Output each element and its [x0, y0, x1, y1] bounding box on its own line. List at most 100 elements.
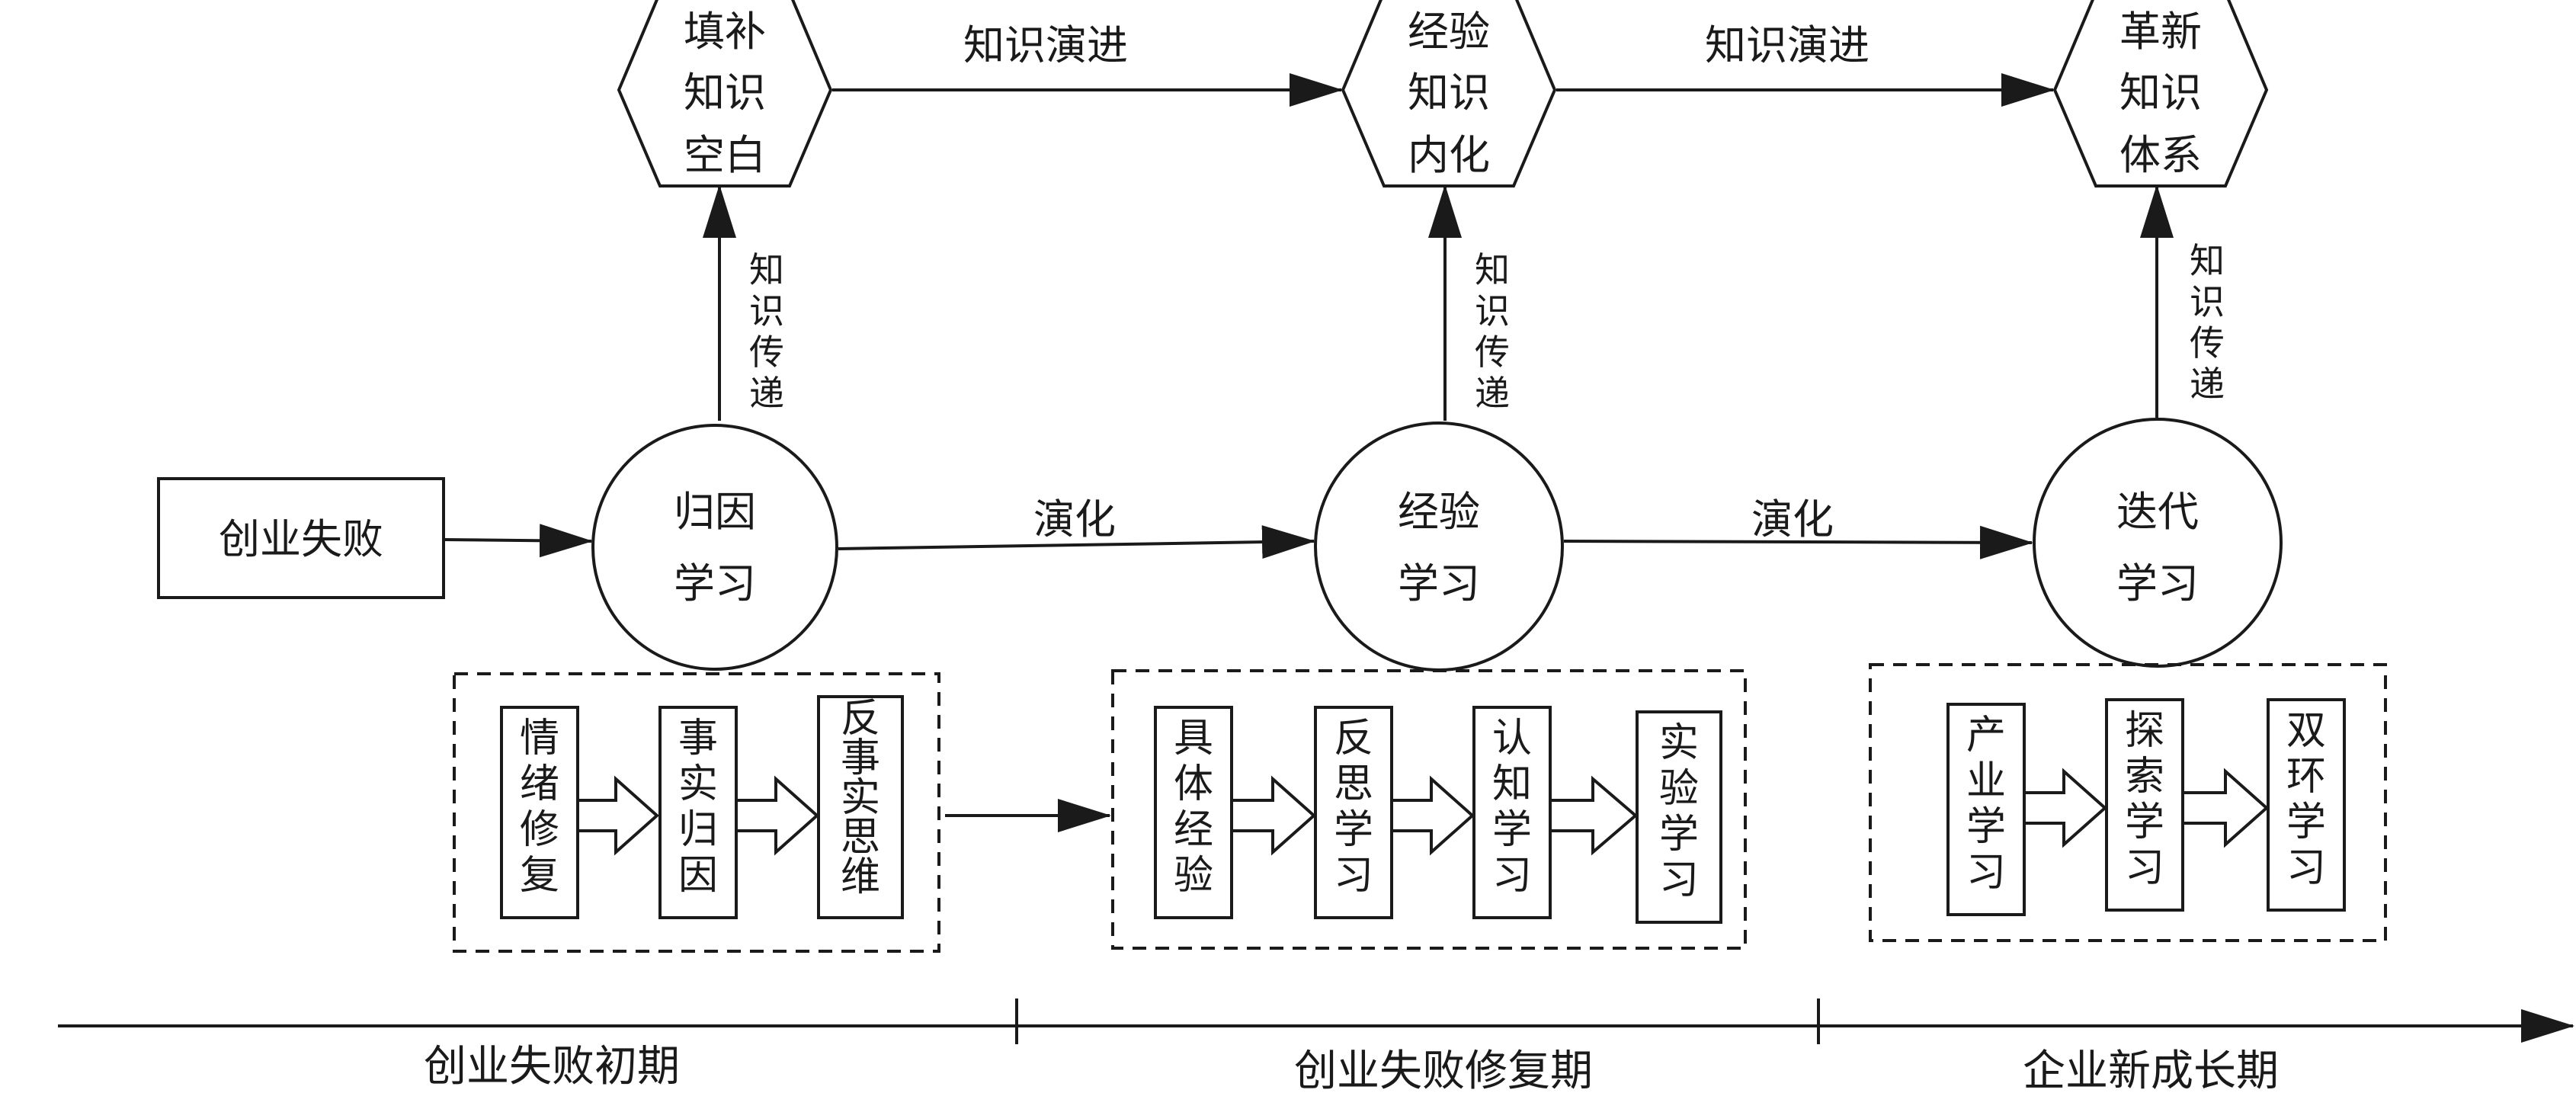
knowledge-transfer-label-2: 知 识 传 递 — [1475, 249, 1510, 414]
svg-text:递: 递 — [2190, 364, 2225, 405]
svg-text:探: 探 — [2125, 708, 2164, 754]
svg-text:知: 知 — [1492, 761, 1532, 807]
group-2-hollow-arrow-1 — [1230, 775, 1317, 856]
group-3-hollow-arrow-1 — [2023, 768, 2108, 848]
knowledge-node-renew-line-3: 体系 — [2119, 131, 2202, 179]
svg-text:知: 知 — [1475, 249, 1510, 290]
svg-text:反: 反 — [1334, 716, 1373, 761]
svg-text:学: 学 — [2286, 800, 2326, 845]
learning-node-experience: 经验 学习 — [1314, 421, 1564, 672]
svg-text:双: 双 — [2286, 708, 2326, 754]
knowledge-node-internalize: 经验 知识 内化 — [1341, 0, 1557, 188]
process-step-fact-attribution: 事 实 归 因 — [658, 706, 738, 919]
svg-text:习: 习 — [1966, 850, 2006, 896]
knowledge-node-internalize-line-2: 知识 — [1408, 69, 1490, 117]
group-2-hollow-arrow-2 — [1390, 775, 1475, 856]
svg-text:传: 传 — [1475, 332, 1510, 373]
svg-text:习: 习 — [1492, 853, 1532, 899]
svg-text:学: 学 — [2125, 800, 2164, 845]
knowledge-node-internalize-line-1: 经验 — [1408, 8, 1490, 56]
process-group-1-frame — [453, 672, 940, 953]
group-1-hollow-arrow-1 — [576, 775, 660, 856]
knowledge-node-fill-gap-line-1: 填补 — [684, 8, 766, 56]
process-group-3-frame — [1869, 663, 2387, 942]
svg-text:反: 反 — [841, 696, 880, 742]
svg-text:体: 体 — [1174, 761, 1213, 807]
knowledge-transfer-label-3: 知 识 传 递 — [2190, 240, 2225, 405]
svg-text:习: 习 — [2286, 845, 2326, 891]
svg-text:绪: 绪 — [520, 761, 559, 807]
process-step-reflective-learning: 反 思 学 习 — [1314, 706, 1393, 919]
svg-text:习: 习 — [1659, 857, 1699, 903]
learning-node-attribution-line-1: 归因 — [674, 488, 756, 536]
process-step-counterfactual: 反 事 实 思 维 — [817, 695, 904, 919]
knowledge-node-fill-gap-line-2: 知识 — [684, 69, 766, 117]
svg-text:识: 识 — [1475, 290, 1510, 332]
knowledge-node-fill-gap: 填补 知识 空白 — [617, 0, 833, 188]
knowledge-node-renew: 革新 知识 体系 — [2052, 0, 2269, 188]
svg-text:实: 实 — [841, 775, 880, 821]
knowledge-node-renew-line-2: 知识 — [2119, 69, 2202, 117]
svg-text:情: 情 — [520, 716, 559, 761]
svg-text:维: 维 — [841, 854, 880, 900]
process-step-emotion-repair: 情 绪 修 复 — [500, 706, 579, 919]
svg-text:事: 事 — [678, 716, 718, 761]
learning-node-iteration-line-2: 学习 — [2116, 559, 2199, 607]
knowledge-node-renew-line-1: 革新 — [2119, 8, 2202, 56]
evolution-arrow-1 — [838, 525, 1315, 559]
phase-label-new-growth: 企业新成长期 — [2023, 1047, 2279, 1093]
svg-text:知: 知 — [2190, 240, 2225, 281]
svg-text:产: 产 — [1966, 713, 2006, 758]
process-step-cognitive-learning: 认 知 学 习 — [1472, 706, 1552, 919]
svg-text:业: 业 — [1966, 758, 2006, 804]
group-2-hollow-arrow-3 — [1549, 775, 1639, 856]
process-step-concrete-experience: 具 体 经 验 — [1154, 706, 1233, 919]
evolution-arrow-2 — [1563, 525, 2033, 559]
svg-text:学: 学 — [1492, 807, 1532, 853]
svg-text:传: 传 — [749, 332, 784, 373]
phase-label-initial: 创业失败初期 — [424, 1042, 680, 1091]
svg-text:识: 识 — [2190, 281, 2225, 322]
svg-text:归: 归 — [678, 807, 718, 853]
learning-node-attribution: 归因 学习 — [591, 424, 838, 671]
svg-text:递: 递 — [749, 373, 784, 414]
start-node-label: 创业失败 — [219, 515, 383, 563]
learning-node-iteration: 迭代 学习 — [2033, 418, 2283, 668]
knowledge-evolution-label-2: 知识演进 — [1705, 21, 1870, 69]
knowledge-evolution-label-1: 知识演进 — [963, 21, 1128, 69]
svg-text:学: 学 — [1659, 812, 1699, 857]
process-step-double-loop-learning: 双 环 学 习 — [2267, 698, 2346, 912]
start-node-box — [157, 477, 445, 599]
knowledge-node-internalize-line-3: 内化 — [1408, 131, 1490, 179]
svg-text:环: 环 — [2286, 754, 2326, 800]
svg-text:事: 事 — [841, 736, 880, 781]
group-1-hollow-arrow-2 — [735, 775, 820, 856]
svg-text:思: 思 — [841, 815, 880, 861]
svg-text:递: 递 — [1475, 373, 1510, 414]
svg-text:验: 验 — [1659, 766, 1699, 812]
svg-text:习: 习 — [1334, 853, 1373, 899]
knowledge-transfer-label-1: 知 识 传 递 — [749, 249, 784, 414]
svg-text:识: 识 — [749, 290, 784, 332]
svg-text:学: 学 — [1966, 804, 2006, 850]
learning-node-experience-line-2: 学习 — [1398, 559, 1480, 607]
svg-text:索: 索 — [2125, 754, 2164, 800]
svg-text:思: 思 — [1334, 761, 1373, 807]
group-3-hollow-arrow-2 — [2181, 768, 2270, 848]
svg-text:习: 习 — [2125, 845, 2164, 891]
evolution-label-1: 演化 — [1033, 495, 1116, 543]
process-step-industry-learning: 产 业 学 习 — [1946, 703, 2026, 916]
svg-text:传: 传 — [2190, 322, 2225, 364]
knowledge-node-fill-gap-line-3: 空白 — [684, 131, 766, 179]
start-to-attribution-arrow — [444, 524, 593, 558]
learning-node-experience-line-1: 经验 — [1398, 488, 1480, 536]
svg-text:认: 认 — [1492, 716, 1532, 761]
learning-node-iteration-line-1: 迭代 — [2116, 488, 2199, 536]
svg-text:验: 验 — [1174, 853, 1213, 899]
evolution-label-2: 演化 — [1751, 495, 1834, 543]
svg-text:具: 具 — [1174, 716, 1213, 761]
process-step-experimental-learning: 实 验 学 习 — [1636, 710, 1722, 924]
svg-text:实: 实 — [1659, 720, 1699, 766]
process-group-2-frame — [1111, 669, 1747, 950]
